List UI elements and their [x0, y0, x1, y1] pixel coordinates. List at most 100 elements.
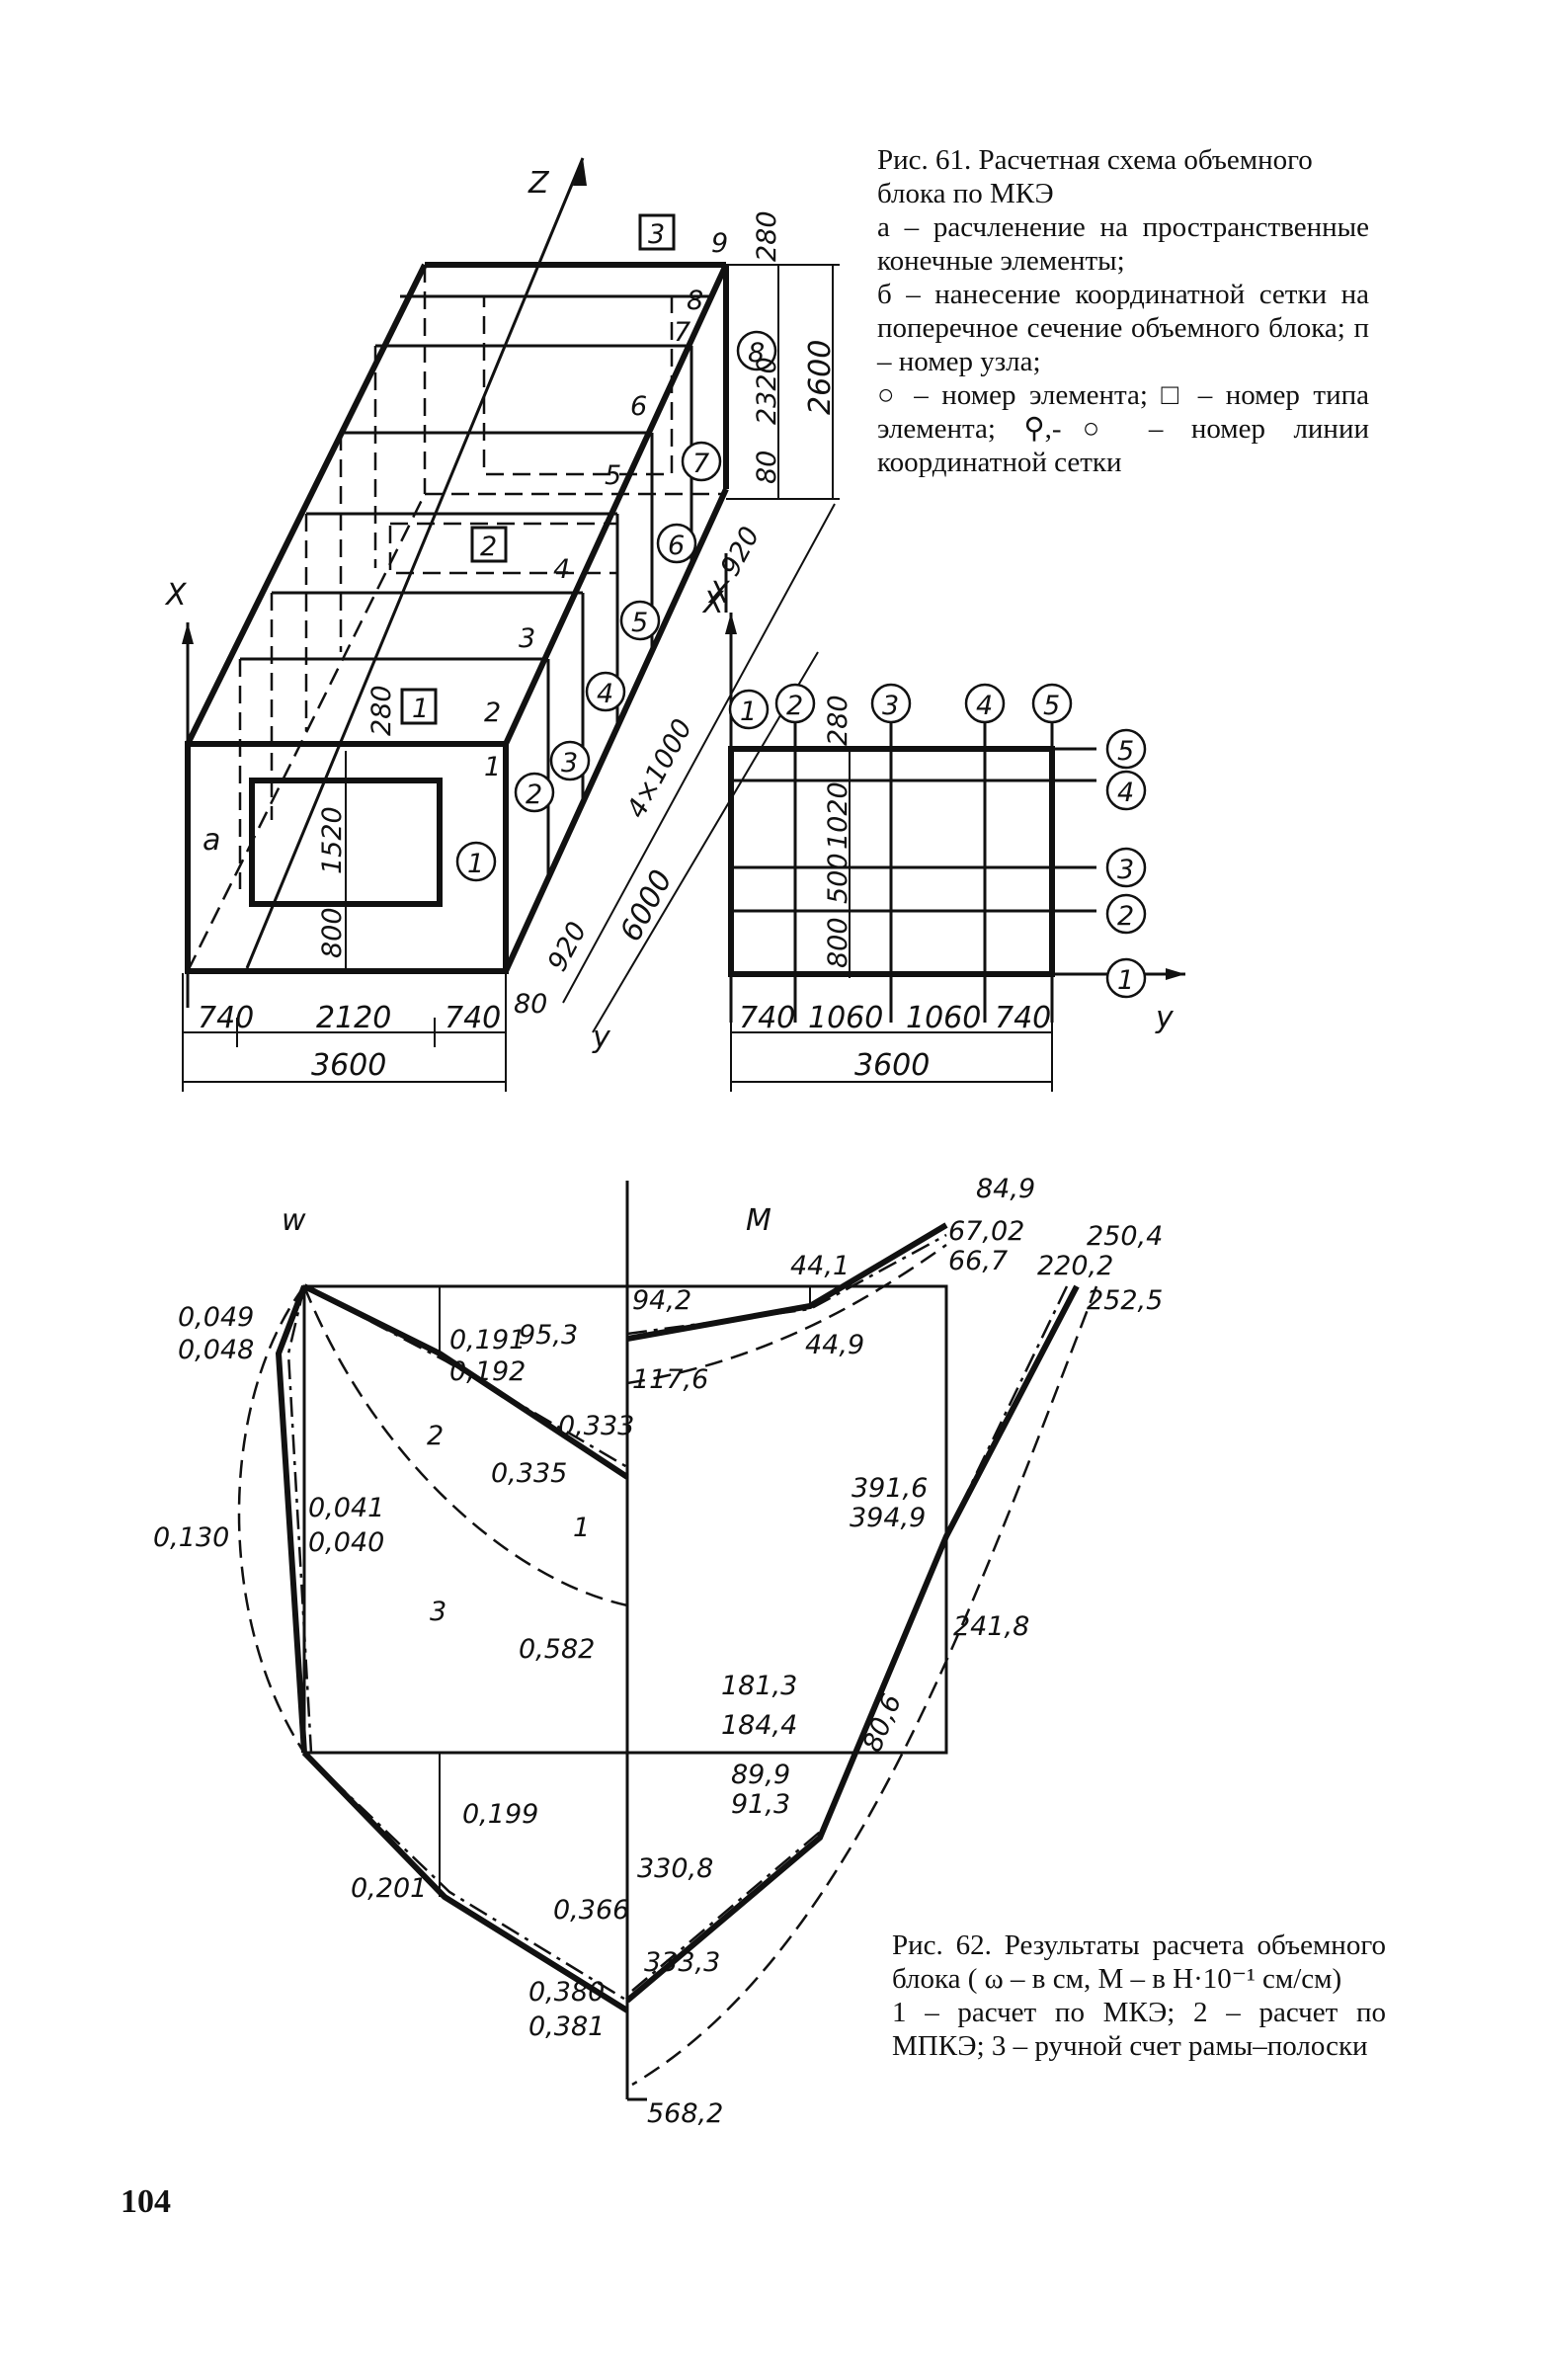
element-number-8: 8	[736, 330, 777, 371]
dim-3600: 3600	[311, 1048, 386, 1083]
w-val-0048: 0,048	[178, 1335, 254, 1365]
dim-740-left: 740	[198, 1001, 254, 1035]
svg-text:1: 1	[1117, 965, 1134, 996]
m-val-3308: 330,8	[637, 1853, 713, 1884]
section-y-axis-label: y	[1155, 1001, 1175, 1035]
m-val-3916: 391,6	[852, 1473, 928, 1504]
sec-dim-500: 500	[823, 853, 853, 904]
w-val-0366: 0,366	[553, 1895, 629, 1926]
dim-4x1000: 4×1000	[621, 714, 698, 823]
frame-outline	[302, 1284, 948, 1755]
element-number-3: 3	[549, 740, 591, 781]
node-number-5: 5	[605, 460, 621, 491]
figure-61-line-c: ○ – номер элемента; □ – номер типа элеме…	[877, 379, 1369, 478]
x-axis-label: X	[164, 578, 188, 613]
m-val-1844: 184,4	[721, 1710, 797, 1741]
dim-280-right: 280	[752, 210, 782, 262]
w-val-0381: 0,381	[528, 2011, 605, 2042]
m-val-2504: 250,4	[1087, 1221, 1163, 1252]
sec-dim-280: 280	[823, 695, 853, 746]
svg-text:2: 2	[1117, 901, 1134, 932]
m-val-1813: 181,3	[721, 1671, 797, 1701]
svg-text:2: 2	[526, 780, 542, 810]
svg-text:2: 2	[786, 691, 803, 721]
dim-2120: 2120	[316, 1001, 391, 1035]
curve-label-2: 2	[427, 1421, 444, 1451]
element-type-box-3: 3	[638, 213, 676, 251]
m-val-953: 95,3	[519, 1320, 578, 1351]
element-type-box-1: 1	[400, 688, 438, 725]
svg-text:5: 5	[1043, 691, 1060, 721]
dim-920-bottom: 920	[542, 917, 594, 976]
element-number-4: 4	[585, 671, 626, 712]
node-number-4: 4	[553, 554, 570, 585]
w-val-0201: 0,201	[351, 1873, 427, 1904]
sec-dim-800: 800	[823, 917, 853, 968]
w-val-0049: 0,049	[178, 1302, 254, 1333]
w-val-0041: 0,041	[308, 1493, 384, 1523]
fig61-block-3d	[182, 157, 840, 1092]
element-number-6: 6	[656, 523, 697, 564]
w-val-0191: 0,191	[449, 1325, 526, 1355]
node-number-3: 3	[519, 623, 535, 654]
w-val-0335: 0,335	[491, 1458, 567, 1489]
m-val-449: 44,9	[805, 1330, 864, 1360]
element-number-1: 1	[455, 841, 497, 882]
element-number-7: 7	[681, 441, 722, 482]
grid-line-v-2: 2	[774, 683, 816, 724]
figure-62-caption: Рис. 62. Результаты расчета объемного бл…	[892, 1929, 1386, 2063]
fig62-results-diagram	[237, 1181, 1098, 2101]
svg-text:1: 1	[412, 694, 429, 724]
svg-text:5: 5	[631, 608, 648, 638]
z-axis-label: Z	[527, 166, 550, 201]
dim-920-top: 920	[715, 522, 767, 581]
dim-280: 280	[366, 685, 397, 736]
figure-62-title: Рис. 62. Результаты расчета объемного бл…	[892, 1929, 1386, 1995]
page-number: 104	[121, 2183, 171, 2220]
grid-line-h-3: 3	[1105, 847, 1147, 888]
m-val-441: 44,1	[790, 1251, 850, 1281]
curve-label-1: 1	[573, 1513, 590, 1543]
m-val-899: 89,9	[731, 1760, 790, 1790]
y-axis-label: y	[592, 1021, 611, 1055]
sec-dim-740-left: 740	[739, 1001, 795, 1035]
m-val-3333: 333,3	[644, 1947, 720, 1978]
dim-2600: 2600	[803, 340, 838, 415]
node-number-8: 8	[687, 286, 703, 316]
svg-text:1: 1	[740, 697, 757, 727]
m-val-913: 91,3	[731, 1789, 790, 1820]
w-val-0192: 0,192	[449, 1356, 526, 1387]
m-val-849: 84,9	[976, 1174, 1035, 1204]
node-number-6: 6	[630, 391, 647, 422]
m-val-942: 94,2	[632, 1285, 691, 1316]
sec-dim-1060-b: 1060	[906, 1001, 981, 1035]
w-val-0582: 0,582	[519, 1634, 595, 1665]
m-val-667: 66,7	[948, 1246, 1008, 1276]
dim-740-right: 740	[445, 1001, 501, 1035]
figure-61-title: Рис. 61. Расчетная схема объемного блока…	[877, 144, 1313, 209]
svg-text:8: 8	[748, 338, 765, 369]
node-number-9: 9	[711, 228, 728, 259]
m-val-2525: 252,5	[1087, 1285, 1163, 1316]
svg-text:5: 5	[1117, 736, 1134, 767]
sec-dim-1020: 1020	[823, 781, 853, 850]
w-val-0199: 0,199	[462, 1799, 538, 1830]
dim-6000: 6000	[613, 864, 680, 947]
grid-line-h-5: 5	[1105, 728, 1147, 770]
grid-line-h-1: 1	[1105, 957, 1147, 999]
dim-800: 800	[317, 907, 348, 958]
grid-line-v-1: 1	[728, 689, 770, 730]
node-number-7: 7	[674, 317, 690, 348]
sec-dim-3600: 3600	[854, 1048, 930, 1083]
element-type-box-2: 2	[470, 526, 508, 563]
node-number-1: 1	[484, 752, 501, 782]
svg-text:1: 1	[467, 849, 484, 879]
svg-text:4: 4	[976, 691, 993, 721]
figure-61-line-a: а – расчленение на пространственные коне…	[877, 211, 1369, 277]
svg-text:2: 2	[480, 532, 497, 562]
element-number-2: 2	[514, 772, 555, 813]
m-axis-label: M	[746, 1203, 771, 1238]
figure-61-caption: Рис. 61. Расчетная схема объемного блока…	[877, 143, 1369, 479]
